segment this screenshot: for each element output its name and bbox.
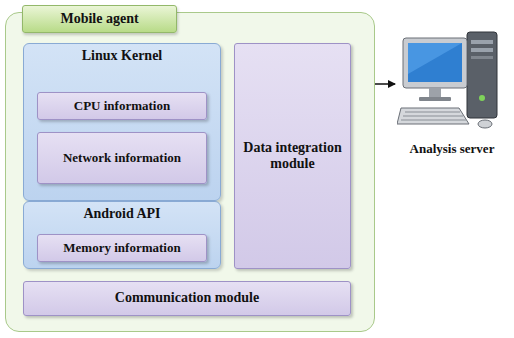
process-box: Communication module — [23, 281, 351, 316]
layer-box: Android API Memory information — [23, 201, 221, 269]
process-box: Network information — [37, 132, 207, 184]
process-box: Data integration module — [234, 43, 351, 269]
module-label: Communication module — [115, 290, 259, 306]
agent-container: Mobile agentLinux KernelCPU informationN… — [5, 12, 375, 332]
title-tab: Mobile agent — [22, 5, 177, 33]
module-label: CPU information — [74, 99, 170, 114]
server-label: Analysis server — [393, 142, 511, 157]
process-box: Memory information — [37, 234, 207, 262]
server-icon — [397, 28, 507, 132]
layer-title: Android API — [24, 206, 220, 222]
module-label: Network information — [63, 151, 181, 166]
module-label: Data integration module — [241, 140, 344, 172]
server-node: Analysis server — [393, 28, 511, 162]
container-title: Mobile agent — [60, 11, 138, 27]
process-box: CPU information — [37, 92, 207, 120]
layer-box: Linux KernelCPU informationNetwork infor… — [23, 43, 221, 201]
layer-title: Linux Kernel — [24, 48, 220, 64]
module-label: Memory information — [63, 241, 180, 256]
